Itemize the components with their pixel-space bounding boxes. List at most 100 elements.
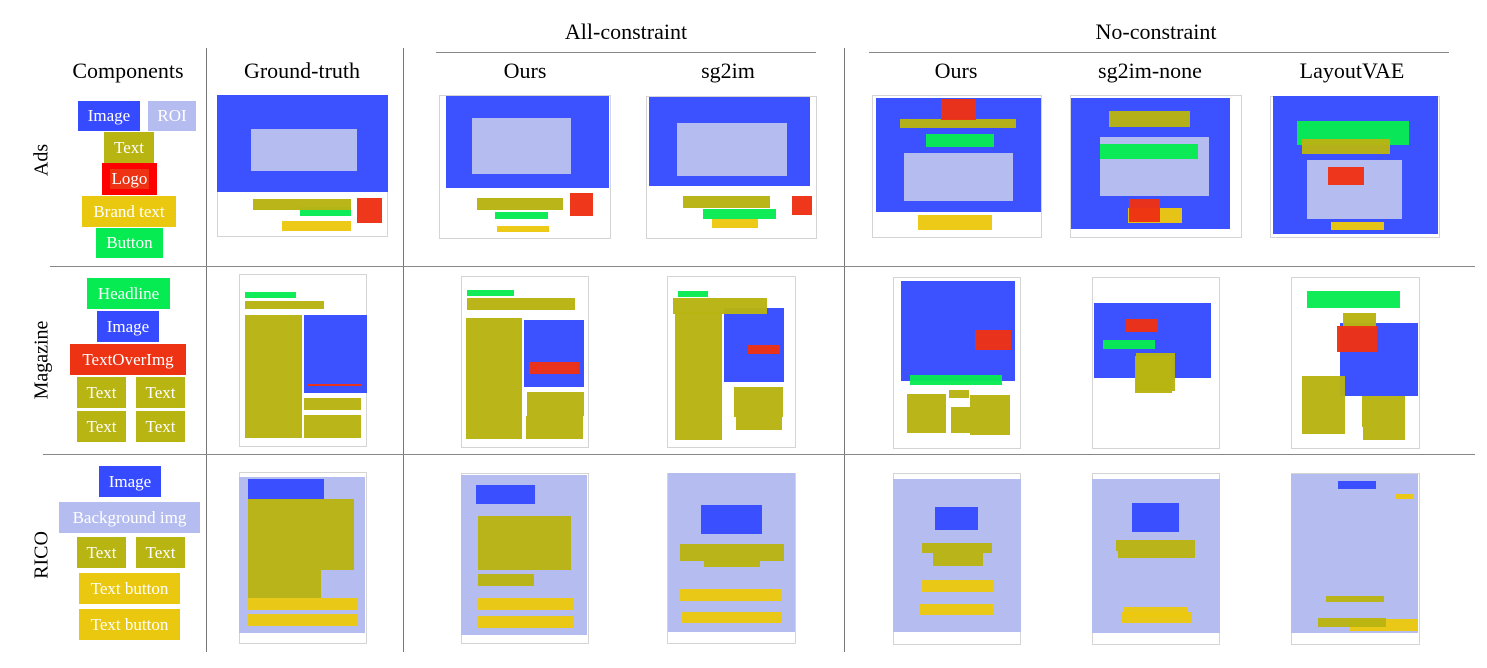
layout-element-text xyxy=(466,318,522,439)
layout-element-text xyxy=(304,398,361,410)
group-header-no-constraint: No-constraint xyxy=(1095,19,1217,44)
layout-element-brand-text xyxy=(1331,222,1384,230)
legend-label: Image xyxy=(87,106,131,125)
layout-element-image xyxy=(935,507,978,530)
layout-element-text xyxy=(907,394,946,433)
layout-element-logo xyxy=(357,198,382,223)
grid-divider xyxy=(403,48,404,652)
layout-element-text xyxy=(951,407,970,433)
legend-magazine-textoverimg: TextOverImg xyxy=(70,344,186,375)
layout-element-brand-text xyxy=(248,614,358,626)
legend-rico-text: Text xyxy=(77,537,126,568)
layout-element-brand-text xyxy=(920,604,993,615)
legend-label: Image xyxy=(106,316,150,336)
layout-element-text xyxy=(675,312,722,440)
layout-element-logo xyxy=(308,384,362,386)
row-divider xyxy=(50,266,1475,267)
column-header-ground-truth: Ground-truth xyxy=(243,58,361,83)
layout-element-text xyxy=(478,574,534,586)
layout-element-text xyxy=(527,392,584,416)
legend-label: Logo xyxy=(109,169,150,189)
legend-label: Text xyxy=(145,416,176,436)
legend-ads-roi: ROI xyxy=(148,101,196,131)
column-header-ac-ours: Ours xyxy=(503,58,547,83)
layout-element-text xyxy=(680,544,784,561)
column-header-nc-layoutvae: LayoutVAE xyxy=(1299,58,1405,83)
layout-element-image xyxy=(524,320,584,387)
column-header-nc-sg2im-none: sg2im-none xyxy=(1098,58,1202,83)
column-header-components: Components xyxy=(72,58,184,83)
legend-label: Text button xyxy=(90,614,169,634)
layout-element-image xyxy=(304,315,367,393)
layout-element-text xyxy=(704,561,760,567)
legend-label: Text xyxy=(86,542,117,562)
layout-element-text xyxy=(1109,111,1190,127)
layout-element-logo xyxy=(975,330,1011,350)
legend-ads-logo: Logo xyxy=(102,163,157,195)
layout-element-image xyxy=(476,485,535,504)
layout-element-text xyxy=(526,416,583,439)
legend-ads-brand-text: Brand text xyxy=(82,196,176,227)
group-header-all-constraint: All-constraint xyxy=(564,19,688,44)
legend-label: Image xyxy=(108,471,152,491)
layout-element-button xyxy=(245,292,296,298)
layout-element-brand-text xyxy=(922,580,994,592)
layout-element-brand-text xyxy=(478,616,573,628)
layout-element-brand-text xyxy=(712,219,758,228)
legend-label: Button xyxy=(106,233,153,252)
layout-element-roi xyxy=(472,118,571,174)
layout-element-button xyxy=(467,290,514,296)
layout-element-text xyxy=(1116,540,1195,551)
all-constraint-underline xyxy=(436,52,816,53)
layout-element-brand-text xyxy=(282,221,351,231)
legend-ads-button: Button xyxy=(96,228,163,258)
legend-label: Text xyxy=(145,542,176,562)
legend-label: Brand text xyxy=(93,201,165,221)
layout-element-text xyxy=(1362,396,1405,427)
layout-element-text xyxy=(1302,376,1345,434)
layout-element-button xyxy=(1103,340,1155,349)
layout-element-logo xyxy=(748,345,780,354)
layout-element-brand-text xyxy=(248,598,358,610)
layout-element-image xyxy=(1132,503,1179,532)
row-divider xyxy=(43,454,1475,455)
legend-label: Text xyxy=(114,137,144,157)
layout-element-text xyxy=(1136,353,1175,391)
layout-element-logo xyxy=(1126,319,1158,332)
layout-element-roi xyxy=(1291,474,1418,633)
layout-element-roi xyxy=(677,123,787,176)
legend-rico-text: Text xyxy=(136,537,185,568)
legend-label: Headline xyxy=(97,283,160,303)
layout-element-text xyxy=(900,119,1016,128)
legend-magazine-text: Text xyxy=(136,411,185,442)
column-header-ac-sg2im: sg2im xyxy=(701,58,755,83)
layout-element-button xyxy=(910,375,1002,385)
layout-element-roi xyxy=(904,153,1013,201)
layout-element-text xyxy=(673,298,767,314)
layout-element-button xyxy=(678,291,708,297)
legend-rico-background-img: Background img xyxy=(59,502,200,533)
layout-element-roi xyxy=(251,129,357,171)
legend-label: Text xyxy=(86,416,117,436)
layout-element-logo xyxy=(792,196,812,215)
layout-element-logo xyxy=(941,99,976,120)
layout-element-button xyxy=(300,207,351,216)
row-label-rico: RICO xyxy=(30,531,53,579)
layout-element-text xyxy=(1318,618,1386,627)
legend-rico-text-button: Text button xyxy=(79,609,180,640)
layout-element-logo xyxy=(1337,326,1377,352)
layout-element-text xyxy=(304,415,361,438)
layout-element-logo xyxy=(570,193,593,216)
legend-magazine-text: Text xyxy=(77,411,126,442)
layout-element-brand-text xyxy=(497,226,549,232)
row-label-magazine: Magazine xyxy=(30,320,53,400)
layout-element-text xyxy=(1302,139,1390,154)
layout-element-brand-text xyxy=(682,612,782,623)
legend-magazine-text: Text xyxy=(77,377,126,408)
layout-element-image xyxy=(701,505,762,534)
layout-element-text xyxy=(949,390,969,398)
layout-element-text xyxy=(248,499,354,570)
no-constraint-underline xyxy=(869,52,1449,53)
layout-element-text xyxy=(1118,551,1195,558)
layout-element-text xyxy=(1343,313,1376,328)
